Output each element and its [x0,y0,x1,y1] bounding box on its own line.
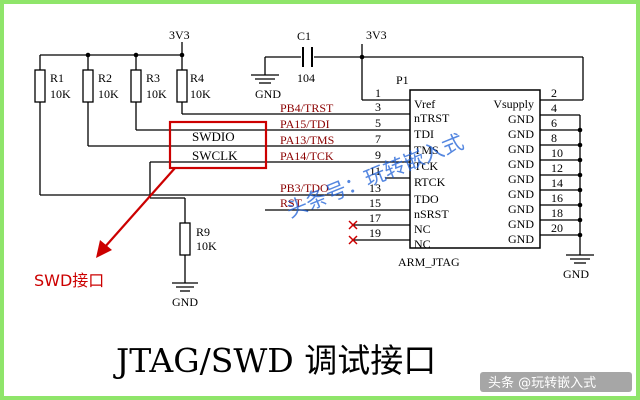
p1-part: ARM_JTAG [398,255,460,269]
pin-number-17: 17 [369,211,381,225]
net-pb4-trst: PB4/TRST [280,101,334,115]
swd-arrow-line [103,167,176,249]
pin-number-9: 9 [375,148,381,162]
signal-left-5: TCK [414,159,438,173]
pin-number-14: 14 [551,176,563,190]
r3-value: 10K [146,87,167,101]
pin-number-4: 4 [551,101,557,115]
c1-value: 104 [297,71,315,85]
r9-ref: R9 [196,225,210,239]
net-pa13-tms: PA13/TMS [280,133,334,147]
signal-left-3: TDI [414,127,434,141]
pin-number-19: 19 [369,226,381,240]
c1-gnd-label: GND [255,87,281,101]
net-pa14-tck: PA14/TCK [280,149,334,163]
connector-p1-body [409,89,541,249]
pin-number-20: 20 [551,221,563,235]
c1-supply-label: 3V3 [366,28,387,42]
signal-left-4: TMS [414,143,439,157]
resistor-r2 [82,69,94,103]
net-pa15-tdi: PA15/TDI [280,117,330,131]
signal-right-9: GND [508,217,534,231]
r1-ref: R1 [50,71,64,85]
swd-callout: SWD接口 [34,271,104,290]
pin-number-15: 15 [369,196,381,210]
signal-right-6: GND [508,172,534,186]
swclk-label: SWCLK [192,148,238,163]
signal-right-4: GND [508,142,534,156]
pin-number-11: 11 [369,164,381,178]
swd-highlight-box [168,120,268,170]
pin-number-6: 6 [551,116,557,130]
connector-pin-leads [385,99,555,241]
r3-ref: R3 [146,71,160,85]
pin-number-3: 3 [375,100,381,114]
signal-right-7: GND [508,187,534,201]
credit-background [480,372,632,392]
pin-number-2: 2 [551,86,557,100]
signal-left-2: nTRST [414,111,450,125]
pin-number-1: 1 [375,86,381,100]
signal-left-9: NC [414,222,431,236]
signal-right-10: GND [508,232,534,246]
connector-gnd-label: GND [563,267,589,281]
signal-right-2: GND [508,112,534,126]
capacitor-c1 [302,47,313,67]
wires [39,42,594,292]
pin-number-12: 12 [551,161,563,175]
signal-left-7: TDO [414,192,439,206]
pin-number-8: 8 [551,131,557,145]
net-pb3-tdo: PB3/TDO [280,181,329,195]
r1-value: 10K [50,87,71,101]
swdio-label: SWDIO [192,129,235,144]
signal-right-8: GND [508,202,534,216]
pin-number-16: 16 [551,191,563,205]
resistor-r3 [130,69,142,103]
r-supply-label: 3V3 [169,28,190,42]
net-rst: RST [280,196,303,210]
r2-value: 10K [98,87,119,101]
credit-text: 头条 @玩转嵌入式 [488,375,596,391]
figure-caption: JTAG/SWD 调试接口 [113,341,436,380]
swd-arrow-head [96,240,112,258]
connector-pin-labels: 1357911131517192468101214161820VrefnTRST… [369,86,563,251]
signal-right-1: Vsupply [493,97,534,111]
resistor-r1 [34,69,46,103]
resistor-r4 [176,69,188,103]
signal-left-1: Vref [414,97,435,111]
resistor-r9 [179,222,191,256]
pin-number-18: 18 [551,206,563,220]
signal-right-5: GND [508,157,534,171]
r2-ref: R2 [98,71,112,85]
pin-number-7: 7 [375,132,381,146]
p1-ref: P1 [396,73,409,87]
signal-left-8: nSRST [414,207,449,221]
r9-value: 10K [196,239,217,253]
signal-left-10: NC [414,237,431,251]
r9-gnd-label: GND [172,295,198,309]
pin-number-13: 13 [369,181,381,195]
nc-marks [348,220,358,245]
r4-value: 10K [190,87,211,101]
pin-number-10: 10 [551,146,563,160]
r4-ref: R4 [190,71,204,85]
signal-left-6: RTCK [414,175,446,189]
pin-number-5: 5 [375,116,381,130]
signal-right-3: GND [508,127,534,141]
junction-dots [85,52,583,238]
c1-ref: C1 [297,29,311,43]
